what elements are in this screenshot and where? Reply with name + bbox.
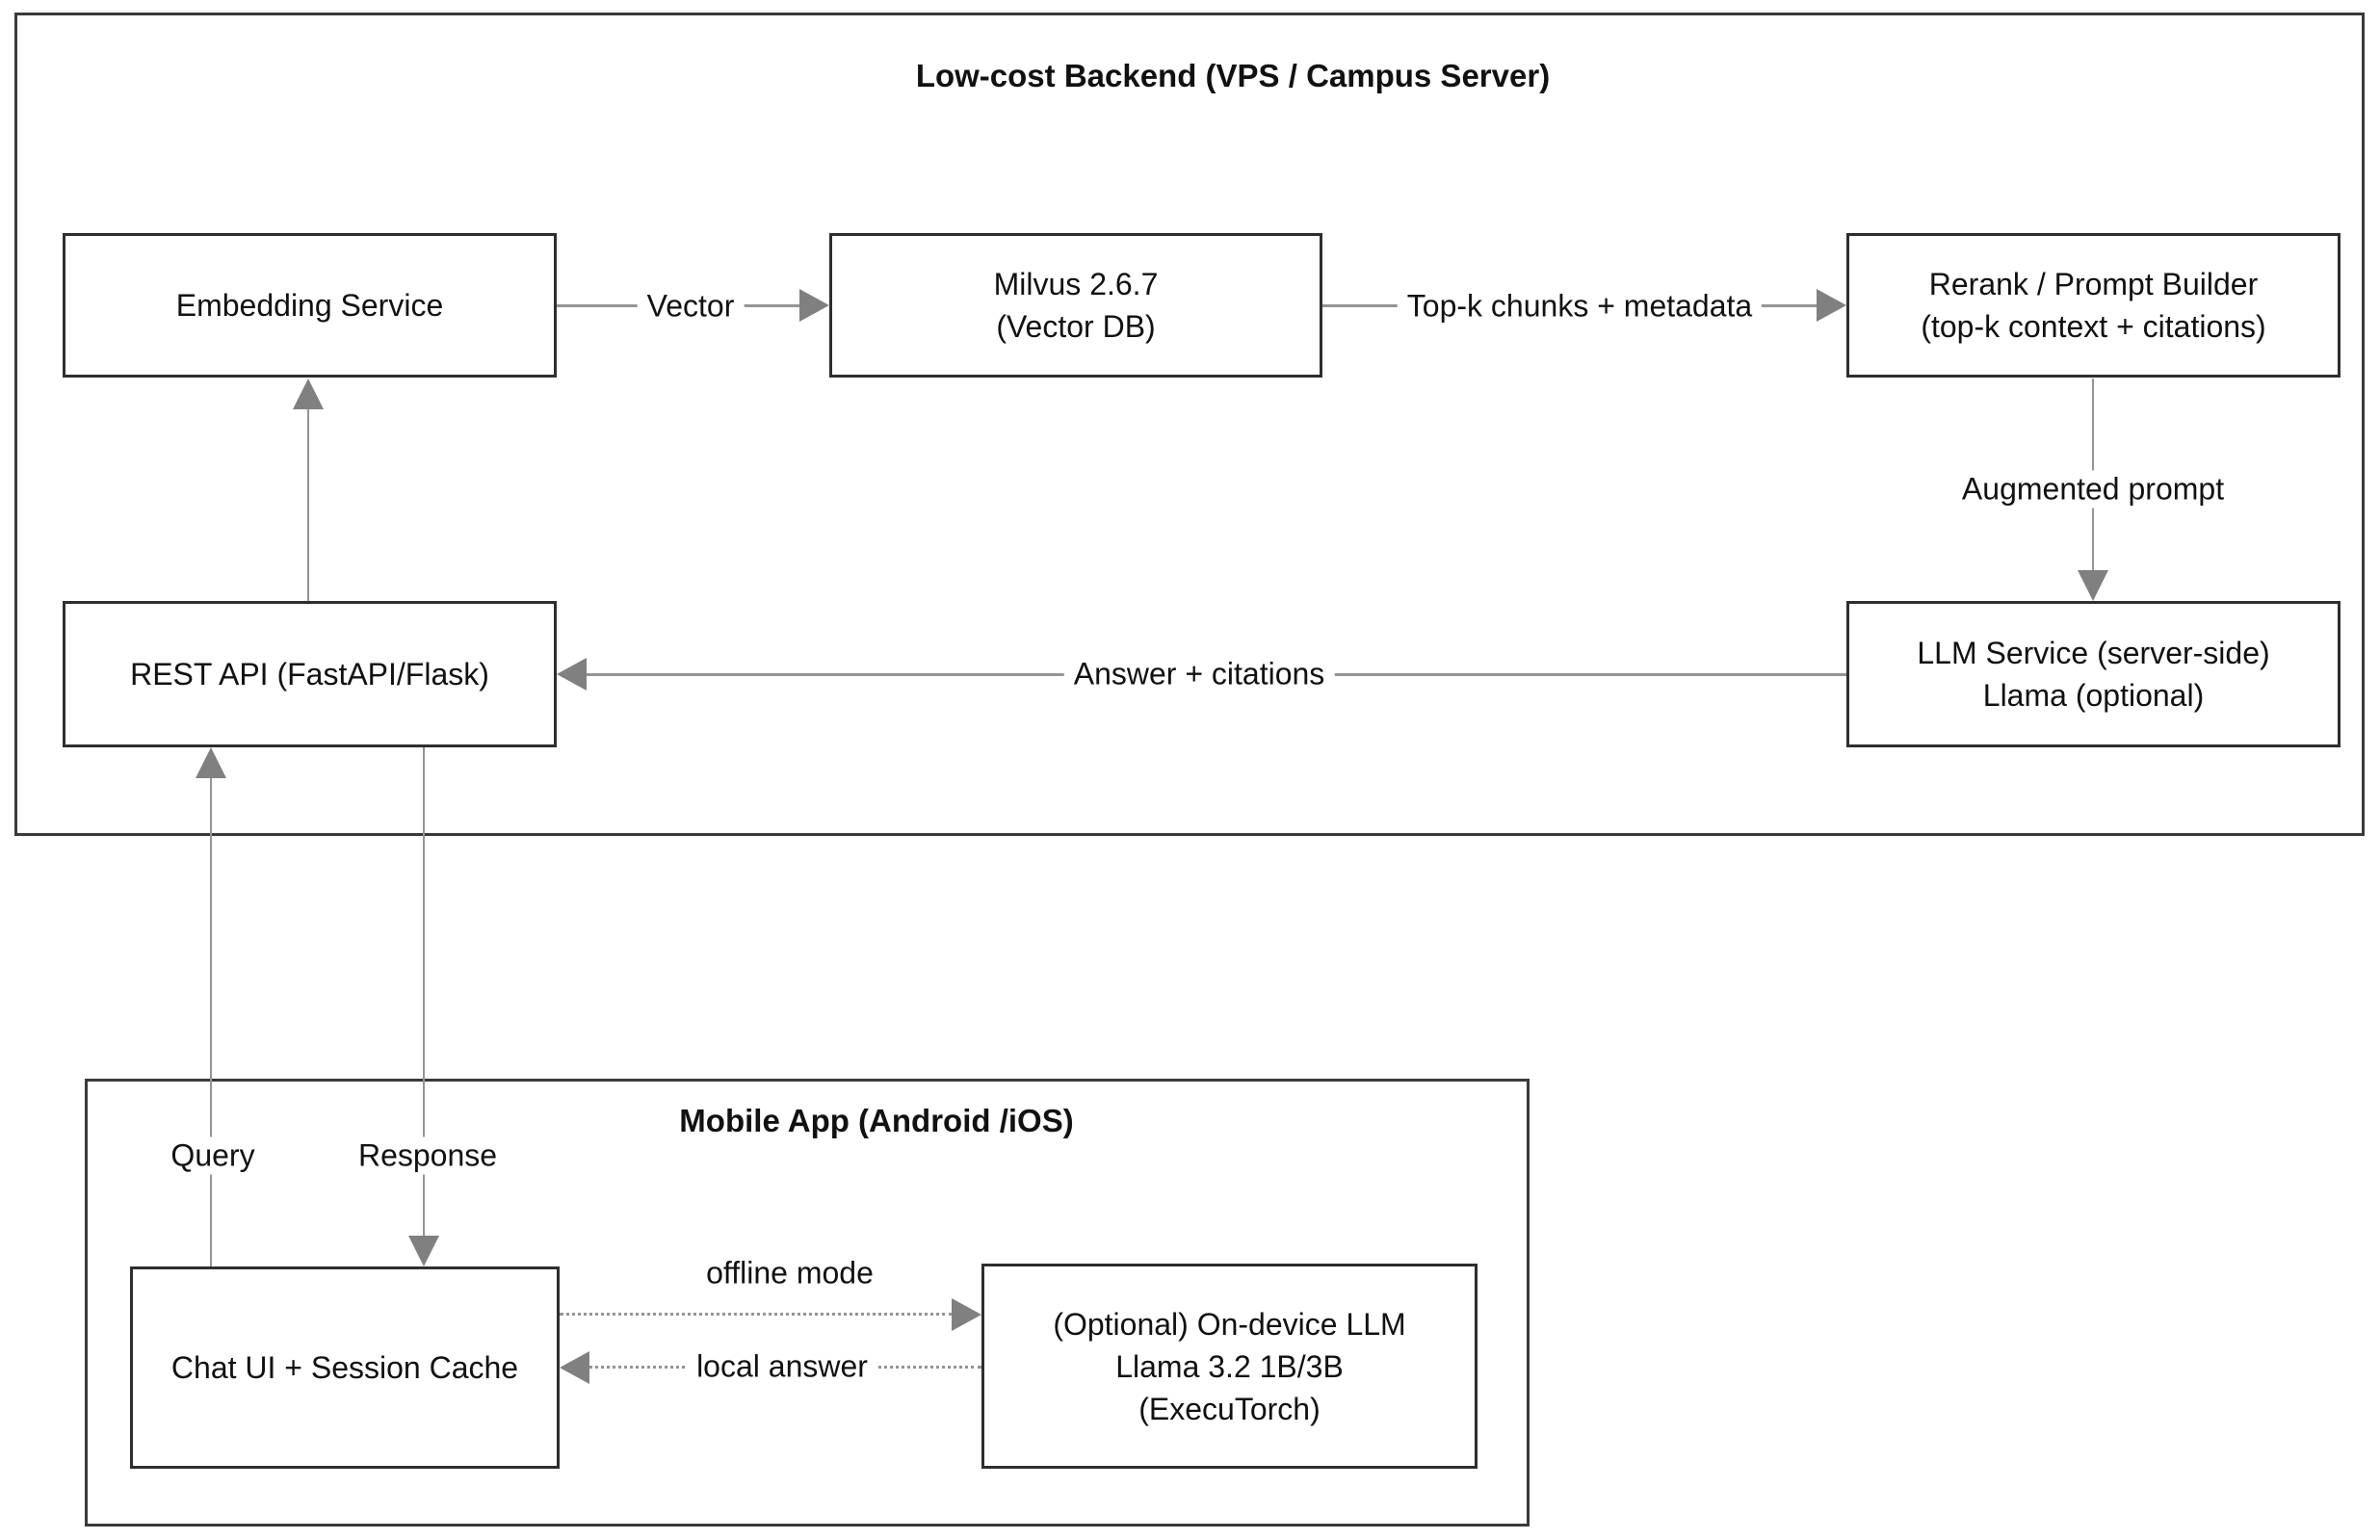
node-chat-ui-session-cache: Chat UI + Session Cache <box>130 1266 560 1469</box>
node-label: (ExecuTorch) <box>1138 1391 1321 1426</box>
node-label: Milvus 2.6.7 <box>993 267 1159 301</box>
node-rerank-prompt-builder: Rerank / Prompt Builder (top-k context +… <box>1846 233 2341 378</box>
edge-query-line <box>210 776 212 1266</box>
edge-response-line <box>423 747 425 1238</box>
query-arrowhead <box>196 747 226 778</box>
node-label: Llama 3.2 1B/3B <box>1115 1348 1344 1384</box>
local-answer-arrowhead <box>560 1351 589 1384</box>
node-label: Chat UI + Session Cache <box>170 1350 519 1385</box>
node-label: REST API (FastAPI/Flask) <box>130 657 489 692</box>
edge-offline-mode-line <box>560 1313 953 1316</box>
answer-citations-arrowhead <box>557 658 587 691</box>
edge-label-topk: Top-k chunks + metadata <box>1397 287 1763 326</box>
node-llm-service: LLM Service (server-side) Llama (optiona… <box>1846 601 2341 747</box>
node-on-device-llm: (Optional) On-device LLM Llama 3.2 1B/3B… <box>981 1264 1478 1469</box>
response-arrowhead <box>408 1236 439 1266</box>
node-label: LLM Service (server-side) <box>1917 636 2270 670</box>
edge-label-vector: Vector <box>637 287 745 326</box>
edge-label-local-answer: local answer <box>687 1347 877 1386</box>
edge-label-answer-citations: Answer + citations <box>1063 655 1335 693</box>
mobile-group-title: Mobile App (Android /iOS) <box>679 1103 1074 1138</box>
backend-group-box: Low-cost Backend (VPS / Campus Server) <box>14 13 2365 836</box>
node-label: (Optional) On-device LLM <box>1053 1306 1406 1342</box>
node-label: Embedding Service <box>175 288 444 323</box>
rest-to-embedding-arrowhead <box>293 378 324 409</box>
topk-arrowhead <box>1817 289 1846 322</box>
node-label: Llama (optional) <box>1982 678 2205 713</box>
mobile-group-box: Mobile App (Android /iOS) <box>85 1079 1530 1527</box>
node-label: Rerank / Prompt Builder <box>1928 267 2259 301</box>
edge-label-augmented-prompt: Augmented prompt <box>1951 470 2235 509</box>
node-label: (top-k context + citations) <box>1921 309 2266 344</box>
node-embedding-service: Embedding Service <box>63 233 557 378</box>
edge-label-response: Response <box>348 1136 508 1175</box>
edge-rest-to-embedding-line <box>307 407 309 603</box>
node-milvus-vector-db: Milvus 2.6.7 (Vector DB) <box>829 233 1322 378</box>
offline-mode-arrowhead <box>952 1298 981 1331</box>
backend-group-title: Low-cost Backend (VPS / Campus Server) <box>915 58 1551 93</box>
edge-label-query: Query <box>161 1136 265 1175</box>
augmented-prompt-arrowhead <box>2078 570 2108 601</box>
vector-arrowhead <box>799 289 829 322</box>
node-label: (Vector DB) <box>996 309 1156 344</box>
node-rest-api: REST API (FastAPI/Flask) <box>63 601 557 747</box>
edge-label-offline-mode: offline mode <box>696 1254 883 1292</box>
